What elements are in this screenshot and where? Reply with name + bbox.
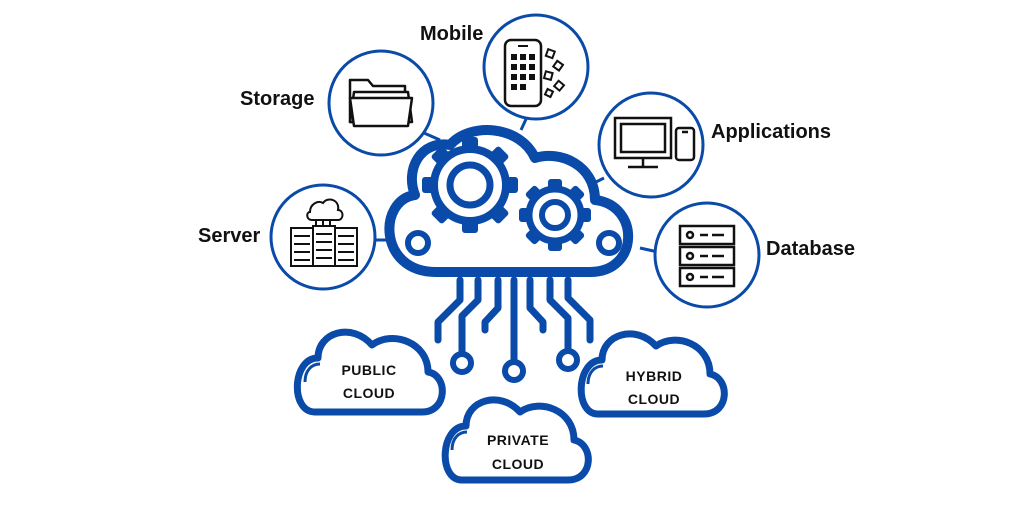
public-cloud-line2: CLOUD	[343, 385, 395, 401]
node-applications: Applications	[597, 91, 831, 199]
node-storage: Storage	[240, 49, 435, 157]
private-cloud: PRIVATE CLOUD	[441, 396, 592, 484]
private-cloud-line2: CLOUD	[492, 456, 544, 472]
private-cloud-outline	[441, 396, 592, 484]
server-label: Server	[198, 225, 260, 247]
hybrid-cloud-outline	[577, 330, 728, 418]
terminal-right	[556, 348, 580, 372]
public-cloud-line1: PUBLIC	[341, 362, 396, 378]
folder-icon	[348, 78, 414, 128]
node-mobile: Mobile	[420, 13, 590, 121]
public-cloud: PUBLIC CLOUD	[293, 328, 446, 416]
storage-label: Storage	[240, 88, 314, 110]
large-gear-icon	[422, 137, 518, 233]
terminal-left	[450, 351, 474, 375]
public-cloud-outline	[293, 328, 446, 416]
mobile-label: Mobile	[420, 23, 483, 45]
smartphone-icon	[503, 38, 566, 108]
database-label: Database	[766, 238, 855, 260]
cloud-left-node	[405, 230, 431, 256]
small-gear-icon	[519, 179, 591, 251]
private-cloud-line1: PRIVATE	[487, 432, 549, 448]
monitor-phone-icon	[613, 116, 696, 169]
applications-label: Applications	[711, 121, 831, 143]
cloud-right-node	[596, 230, 622, 256]
terminal-center	[502, 359, 526, 383]
circuit-traces	[434, 276, 594, 366]
cloud-gears-icon	[384, 125, 634, 277]
node-database: Database	[653, 201, 855, 309]
node-server: Server	[198, 183, 377, 291]
hybrid-cloud: HYBRID CLOUD	[577, 330, 728, 418]
hybrid-cloud-line2: CLOUD	[628, 391, 680, 407]
hybrid-cloud-line1: HYBRID	[626, 368, 683, 384]
circuit-terminals	[450, 348, 580, 383]
connector-storage	[423, 131, 441, 142]
database-stack-icon	[678, 224, 736, 288]
server-rack-icon	[290, 198, 358, 267]
